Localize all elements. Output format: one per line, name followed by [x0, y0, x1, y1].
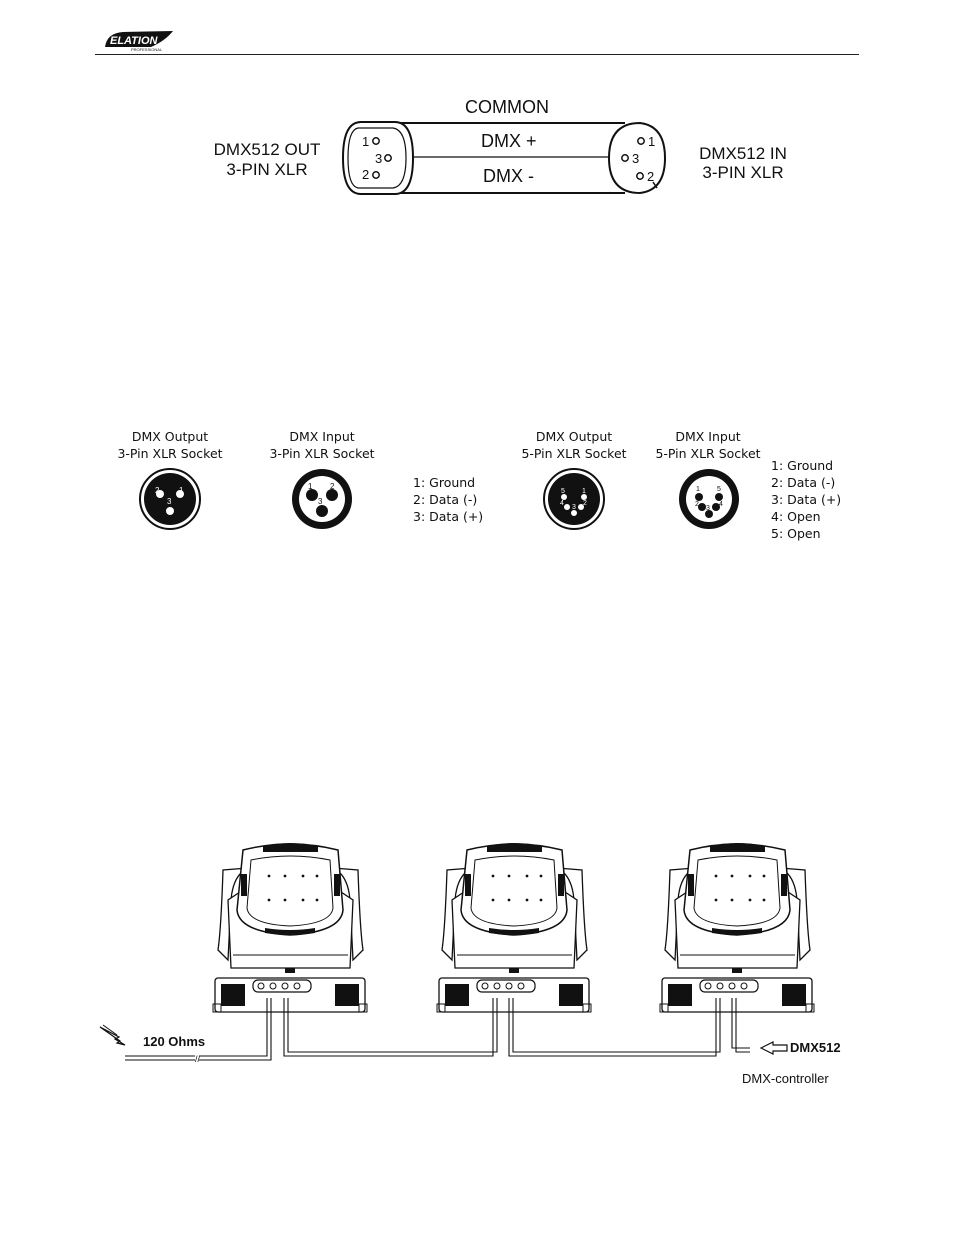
- dmx-plus-label: DMX +: [481, 131, 537, 151]
- xlr-out-connector: [341, 121, 415, 195]
- svg-text:2: 2: [583, 500, 587, 507]
- svg-text:1: 1: [582, 488, 586, 495]
- dmx-out-label-line1: DMX512 OUT: [213, 140, 321, 159]
- svg-text:3: 3: [318, 497, 323, 506]
- socket-in3-title: DMX Input 3-Pin XLR Socket: [269, 429, 375, 461]
- svg-text:4: 4: [719, 501, 723, 508]
- svg-text://: //: [195, 1054, 201, 1064]
- svg-text:3: 3: [706, 505, 710, 512]
- xlr-in-connector: [607, 121, 667, 195]
- terminator-label: 120 Ohms: [143, 1034, 205, 1049]
- fixture-1: [212, 842, 368, 1013]
- logo-subtext: PROFESSIONAL: [131, 47, 163, 52]
- elation-logo: ELATION PROFESSIONAL: [105, 31, 173, 52]
- svg-text:2: 2: [330, 482, 335, 491]
- dmx-controller-label: DMX-controller: [742, 1071, 829, 1086]
- dmx512-input-label: DMX512: [790, 1040, 841, 1055]
- xlr-5pin-output-socket: 5 1 4 2 3: [543, 468, 605, 530]
- in-pin-3-label: 3: [632, 151, 639, 166]
- in-pin-2-label: 2: [647, 169, 654, 184]
- svg-text:5: 5: [717, 486, 721, 493]
- svg-text:5: 5: [561, 488, 565, 495]
- fixture-2: [436, 842, 592, 1013]
- dmx-minus-label: DMX -: [483, 166, 534, 186]
- common-label: COMMON: [465, 97, 549, 117]
- socket-out5-title: DMX Output 5-Pin XLR Socket: [521, 429, 627, 461]
- svg-text:4: 4: [560, 500, 564, 507]
- dmx-in-label-line1: DMX512 IN: [699, 144, 787, 163]
- header-rule: [95, 54, 859, 55]
- out-pin-3-label: 3: [375, 151, 382, 166]
- out-pin-2-label: 2: [362, 167, 369, 182]
- terminator-icon: [99, 1026, 126, 1046]
- svg-text:2: 2: [155, 486, 160, 495]
- daisy-chain-diagram: // 120 Ohms DMX512 DMX-controller: [99, 842, 841, 1086]
- fixture-3: [659, 842, 815, 1013]
- dmx-cables: [125, 998, 750, 1061]
- in-pin-1-label: 1: [648, 134, 655, 149]
- dmx-out-label-line2: 3-PIN XLR: [226, 160, 308, 179]
- svg-text:1: 1: [696, 486, 700, 493]
- xlr-3pin-input-socket: 1 2 3: [292, 469, 352, 529]
- logo-text: ELATION: [110, 35, 159, 47]
- svg-text:1: 1: [179, 486, 184, 495]
- svg-text:1: 1: [308, 482, 313, 491]
- dmx-input-arrow-icon: [759, 1041, 788, 1055]
- out-pin-1-label: 1: [362, 134, 369, 149]
- pin-list-5pin: 1: Ground 2: Data (-) 3: Data (+) 4: Ope…: [771, 458, 842, 541]
- svg-text:3: 3: [167, 497, 172, 506]
- socket-out3-title: DMX Output 3-Pin XLR Socket: [117, 429, 223, 461]
- xlr-cable-diagram: 1 3 2 1 3 2 DMX + DMX -: [341, 121, 667, 195]
- svg-text:2: 2: [695, 501, 699, 508]
- pin-list-3pin: 1: Ground 2: Data (-) 3: Data (+): [413, 475, 484, 524]
- socket-in5-title: DMX Input 5-Pin XLR Socket: [655, 429, 761, 461]
- xlr-5pin-input-socket: 1 5 2 4 3: [679, 469, 739, 529]
- svg-text:3: 3: [572, 504, 576, 511]
- dmx-in-label-line2: 3-PIN XLR: [702, 163, 784, 182]
- xlr-3pin-output-socket: 2 1 3: [139, 468, 201, 530]
